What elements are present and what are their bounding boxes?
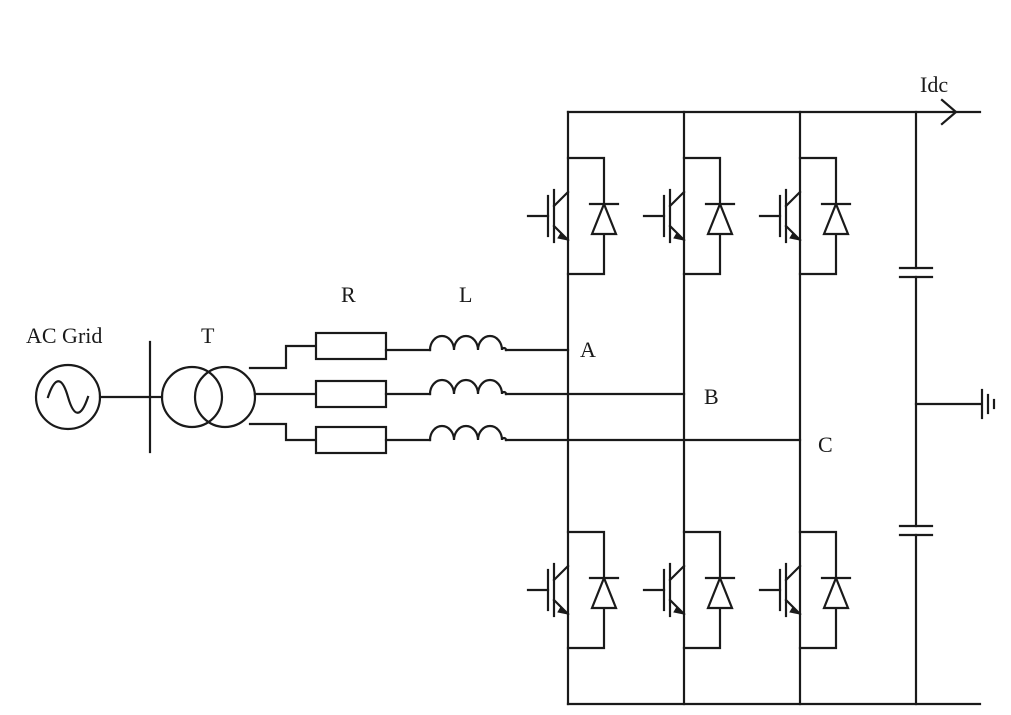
inductor-c [428,424,508,442]
capacitor-icon [898,524,934,537]
dc-current-label: Idc [920,72,948,97]
inductor-b [428,378,508,396]
transformer-label: T [201,323,215,348]
inductor-a [428,334,508,352]
igbt-icon [758,528,852,652]
idc-arrow-icon [940,98,958,126]
ac-source-icon [34,363,102,431]
igbt-icon [642,528,736,652]
node-b-label: B [704,384,719,409]
resistor-label: R [341,282,356,307]
igbt-icon [758,154,852,278]
igbt-icon [526,154,620,278]
phase-b-line [253,378,686,409]
ground-icon [980,388,996,420]
node-a-label: A [580,337,596,362]
igbt-icon [642,154,736,278]
phase-a-line [248,331,570,370]
resistor-b [314,379,388,409]
ac-grid-label: AC Grid [26,323,102,348]
resistor-c [314,425,388,455]
inductor-label: L [459,282,472,307]
transformer-icon [160,365,257,429]
node-c-label: C [818,432,833,457]
resistor-a [314,331,388,361]
igbt-icon [526,528,620,652]
phase-c-line [248,422,802,455]
capacitor-icon [898,266,934,279]
